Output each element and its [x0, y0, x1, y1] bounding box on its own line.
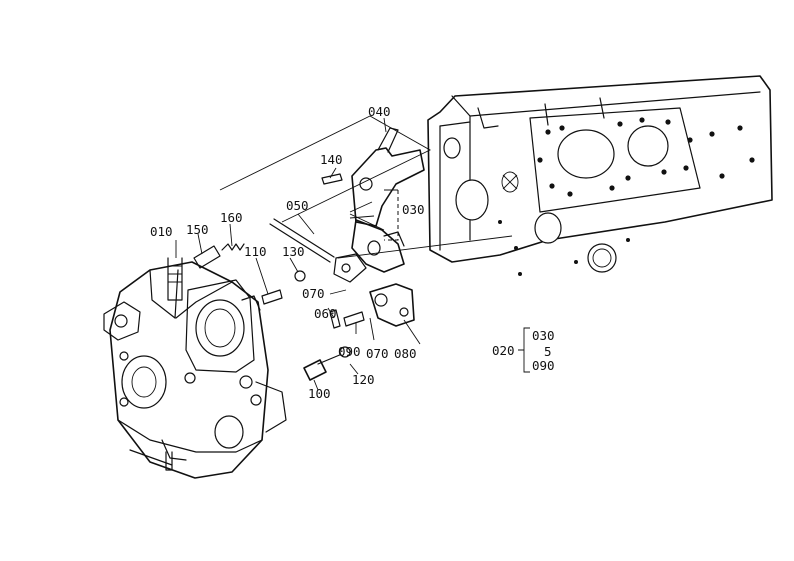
label-090: 090 — [338, 344, 361, 359]
gear-case-housing — [103, 261, 287, 479]
governor-lever-assembly — [321, 127, 425, 273]
label-100: 100 — [308, 386, 331, 401]
engine-block — [427, 75, 773, 276]
governor-shaft — [219, 115, 513, 263]
group-key: 020 030 5 090 — [492, 328, 555, 373]
fasteners — [167, 243, 365, 381]
label-040: 040 — [368, 104, 391, 119]
label-110: 110 — [244, 244, 267, 259]
label-010: 010 — [150, 224, 173, 239]
group-key-range-end: 090 — [532, 358, 555, 373]
part-labels: 010 150 160 110 130 050 140 040 030 070 … — [150, 104, 425, 401]
label-140: 140 — [320, 152, 343, 167]
group-key-range-start: 030 — [532, 328, 555, 343]
label-150: 150 — [186, 222, 209, 237]
label-030: 030 — [402, 202, 425, 217]
label-070b: 070 — [366, 346, 389, 361]
leader-lines — [175, 117, 530, 391]
label-070a: 070 — [302, 286, 325, 301]
group-key-range-sep: 5 — [544, 344, 552, 359]
label-050: 050 — [286, 198, 309, 213]
label-080: 080 — [394, 346, 417, 361]
label-130: 130 — [282, 244, 305, 259]
label-060: 060 — [314, 306, 337, 321]
bracket — [333, 253, 415, 327]
label-160: 160 — [220, 210, 243, 225]
group-key-label: 020 — [492, 343, 515, 358]
label-120: 120 — [352, 372, 375, 387]
